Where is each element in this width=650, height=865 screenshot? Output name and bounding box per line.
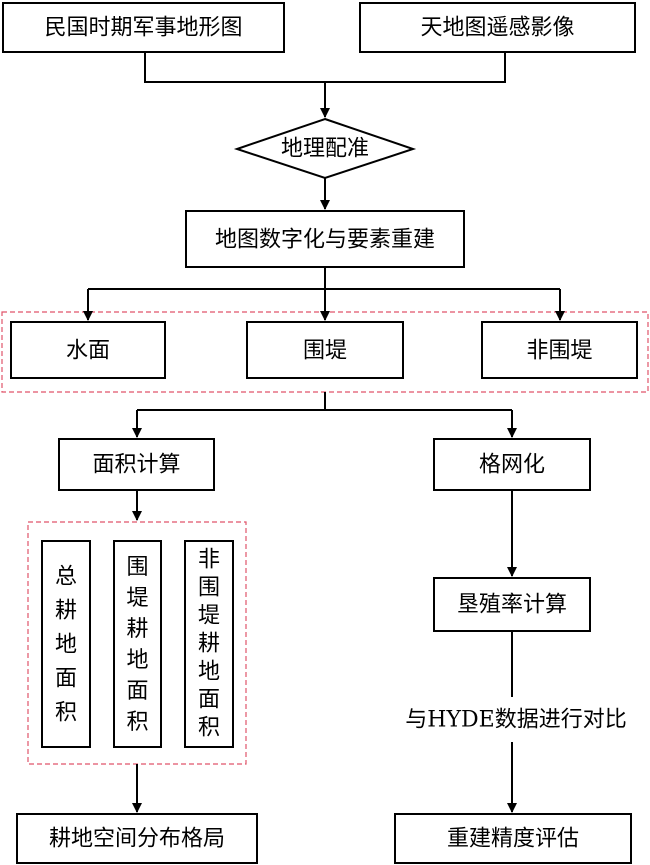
node-historical-map-label: 民国时期军事地形图 (44, 16, 242, 41)
node-accuracy-assessment: 重建精度评估 (394, 813, 632, 864)
node-gridding: 格网化 (433, 438, 591, 491)
node-polder-label: 围堤 (303, 339, 347, 364)
vertical-char: 堤 (126, 586, 148, 611)
vertical-char: 非 (198, 548, 220, 573)
vertical-char: 地 (55, 633, 77, 658)
node-tianditu-imagery-label: 天地图遥感影像 (420, 16, 574, 41)
vertical-char: 地 (126, 648, 148, 673)
node-farmland-distribution-label: 耕地空间分布格局 (49, 827, 225, 852)
node-water-surface: 水面 (10, 321, 166, 379)
vertical-char: 积 (126, 710, 148, 735)
node-water-surface-label: 水面 (66, 339, 110, 364)
vertical-char: 耕 (126, 617, 148, 642)
node-polder: 围堤 (246, 321, 404, 379)
node-accuracy-assessment-label: 重建精度评估 (447, 827, 579, 852)
vertical-char: 堤 (198, 604, 220, 629)
vertical-char: 地 (198, 660, 220, 685)
node-non-polder: 非围堤 (481, 321, 638, 379)
node-gridding-label: 格网化 (479, 453, 545, 478)
vertical-char: 围 (126, 555, 148, 580)
node-reclamation-rate-label: 垦殖率计算 (457, 593, 567, 618)
node-georeferencing-label: 地理配准 (281, 137, 369, 162)
node-area-calculation: 面积计算 (58, 438, 215, 491)
node-non-polder-label: 非围堤 (526, 339, 592, 364)
vertical-char: 面 (198, 688, 220, 713)
node-area-calculation-label: 面积计算 (92, 453, 180, 478)
node-reclamation-rate: 垦殖率计算 (433, 577, 591, 632)
vertical-char: 面 (126, 679, 148, 704)
connectors (83, 52, 565, 813)
edge-label-hyde: 与HYDE数据进行对比 (385, 698, 647, 740)
vertical-char: 围 (198, 576, 220, 601)
node-tianditu-imagery: 天地图遥感影像 (359, 2, 636, 53)
vertical-char: 积 (55, 701, 77, 726)
vertical-char: 积 (198, 716, 220, 741)
node-digitization: 地图数字化与要素重建 (185, 210, 465, 268)
vertical-char: 面 (55, 667, 77, 692)
vertical-char: 耕 (198, 632, 220, 657)
node-digitization-label: 地图数字化与要素重建 (215, 228, 435, 253)
vertical-char: 耕 (55, 599, 77, 624)
node-farmland-distribution: 耕地空间分布格局 (16, 813, 258, 864)
hyde-comparison-label: 与HYDE数据进行对比 (405, 708, 626, 733)
vertical-char: 总 (55, 565, 77, 590)
node-historical-map: 民国时期军事地形图 (2, 2, 285, 53)
node-georeferencing: 地理配准 (233, 117, 417, 180)
